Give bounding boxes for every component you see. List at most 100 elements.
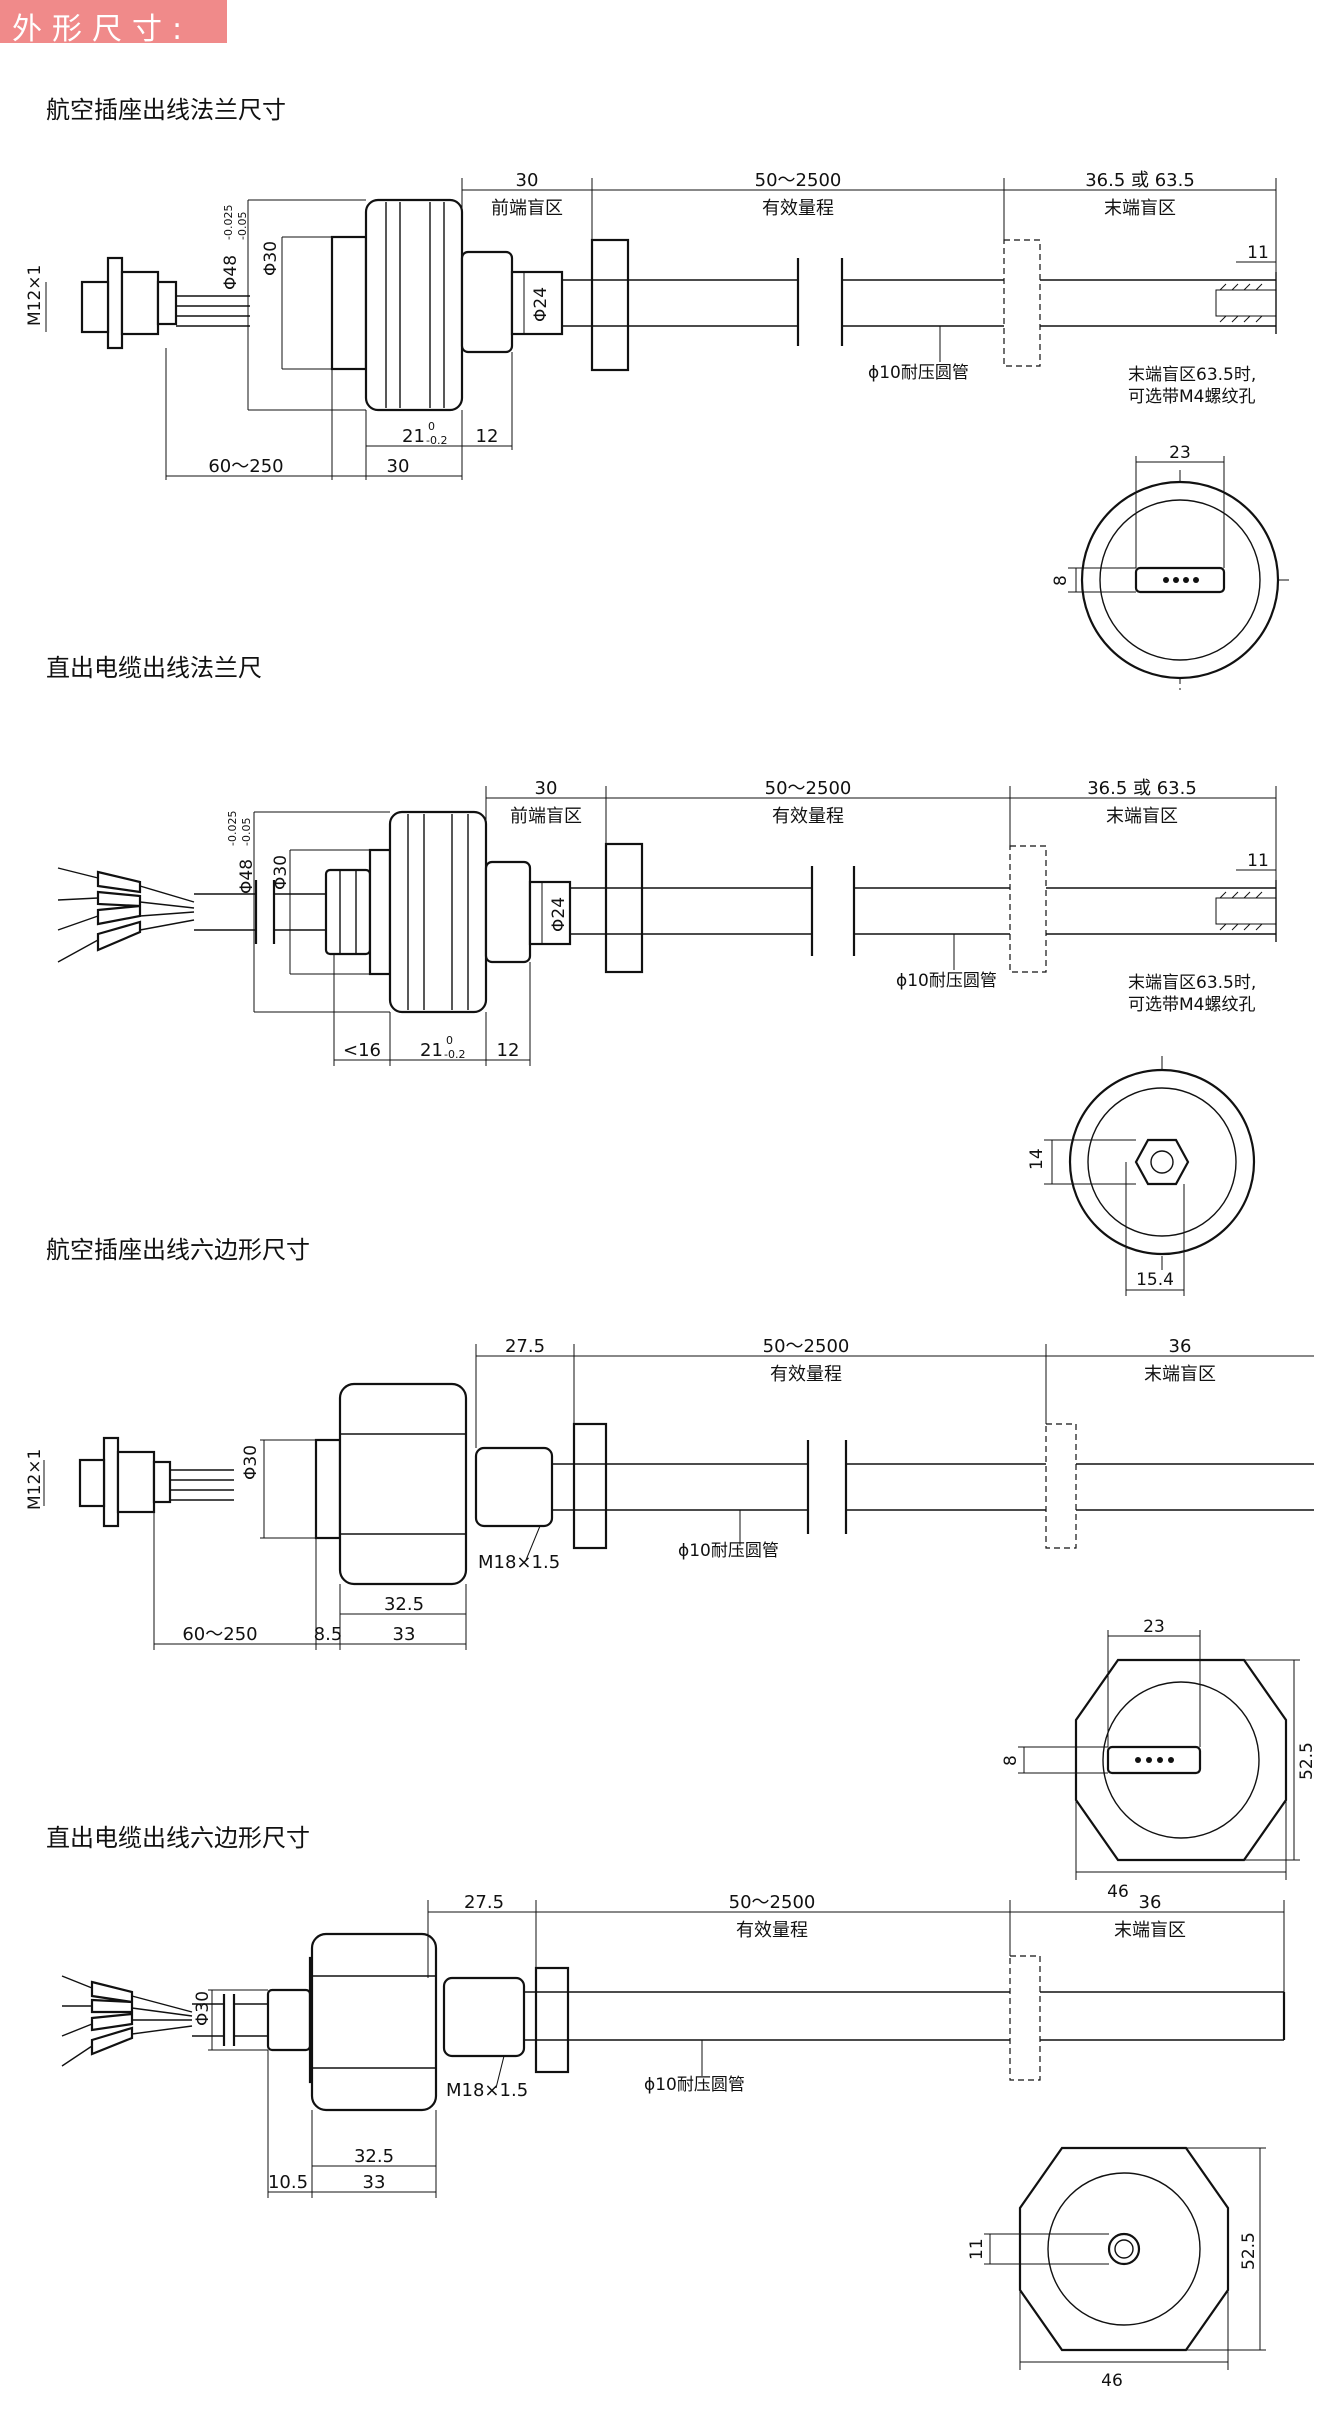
front-magnet	[604, 842, 644, 974]
drawing-flange-connector: M12×1 Φ48 -0.025 -0.05 Φ30 Φ24 30 前端盲区 5…	[25, 170, 1290, 690]
dim-end-w: 23	[1143, 1617, 1165, 1637]
dim-front-len: 30	[516, 170, 539, 191]
end-magnet	[1009, 845, 1047, 973]
dim-end-h: 11	[967, 2238, 987, 2260]
dim-front-len: 27.5	[464, 1892, 504, 1913]
tol-21-bot: -0.2	[444, 1048, 465, 1061]
label-front-blind: 前端盲区	[510, 806, 582, 827]
tol-phi48-bot: -0.05	[240, 818, 253, 846]
connector-plug	[80, 280, 110, 334]
dim-tip: 11	[1247, 851, 1269, 871]
dim-phi48: Φ48	[237, 859, 257, 894]
page-title: 外形尺寸:	[12, 12, 193, 47]
flange-stem	[510, 270, 564, 336]
dim-range: 50～2500	[763, 1336, 850, 1357]
connector-flange	[102, 1436, 120, 1528]
dim-16: <16	[343, 1040, 381, 1061]
dim-end-len: 36	[1169, 1336, 1192, 1357]
note-end-1: 末端盲区63.5时,	[1128, 365, 1256, 385]
drawing-hex-connector: M12×1 Φ30 27.5 50～2500 有效量程 36 末端盲区 M18×…	[25, 1336, 1317, 1902]
tol-phi48-top: -0.025	[226, 811, 239, 846]
end-magnet	[1003, 239, 1041, 367]
tol-21-top: 0	[428, 420, 435, 433]
dim-end-h: 14	[1027, 1148, 1047, 1170]
dim-12: 12	[476, 426, 499, 447]
section-title-hex-cable: 直出电缆出线六边形尺寸	[46, 1824, 310, 1852]
connector-body	[120, 270, 160, 336]
dim-21: 21	[402, 426, 425, 447]
dim-range: 50～2500	[765, 778, 852, 799]
label-range: 有效量程	[772, 806, 844, 827]
drawing-flange-cable: Φ48 -0.025 -0.05 Φ30 Φ24 30 前端盲区 50～2500…	[57, 778, 1277, 1296]
dim-end-w: 15.4	[1136, 1270, 1174, 1290]
label-end-blind: 末端盲区	[1144, 1364, 1216, 1385]
dim-end-h: 8	[1001, 1755, 1021, 1766]
dim-12: 12	[497, 1040, 520, 1061]
front-magnet	[572, 1422, 608, 1550]
dim-30b: 30	[387, 456, 410, 477]
label-end-blind: 末端盲区	[1106, 806, 1178, 827]
label-range: 有效量程	[736, 1920, 808, 1941]
dim-phi48: Φ48	[221, 255, 241, 290]
label-range: 有效量程	[762, 198, 834, 219]
hex-neck	[314, 1438, 342, 1540]
dim-end-w: 23	[1169, 443, 1191, 463]
flange-body	[364, 198, 464, 412]
label-tube: ϕ10耐压圆管	[868, 363, 969, 383]
dim-end-len: 36.5 或 63.5	[1087, 778, 1197, 799]
dim-phi24: Φ24	[531, 287, 551, 322]
dim-10-5: 10.5	[268, 2172, 308, 2193]
hex-body	[310, 1932, 438, 2112]
end-magnet	[1009, 1955, 1041, 2081]
dim-21: 21	[420, 1040, 443, 1061]
label-thread: M18×1.5	[478, 1552, 560, 1573]
dim-front-len: 27.5	[505, 1336, 545, 1357]
dim-range: 50～2500	[755, 170, 842, 191]
note-end-2: 可选带M4螺纹孔	[1128, 387, 1255, 407]
dim-60-250: 60～250	[208, 456, 283, 477]
tol-phi48-top: -0.025	[222, 205, 235, 240]
dim-33: 33	[393, 1624, 416, 1645]
front-magnet	[590, 238, 630, 372]
note-end-1: 末端盲区63.5时,	[1128, 973, 1256, 993]
dim-33: 33	[363, 2172, 386, 2193]
dim-end-h: 8	[1051, 575, 1071, 586]
label-tube: ϕ10耐压圆管	[644, 2075, 745, 2095]
label-tube: ϕ10耐压圆管	[896, 971, 997, 991]
dim-tip: 11	[1247, 243, 1269, 263]
cable-gland	[324, 868, 372, 956]
section-title-flange-connector: 航空插座出线法兰尺寸	[46, 96, 286, 124]
dim-front-len: 30	[535, 778, 558, 799]
dim-60-250: 60～250	[182, 1624, 257, 1645]
cable-gland	[266, 1988, 312, 2052]
section-title-flange-cable: 直出电缆出线法兰尺	[46, 654, 262, 682]
flange-neck	[368, 848, 392, 976]
dim-m12: M12×1	[25, 1449, 45, 1510]
dim-hex-w: 46	[1107, 1882, 1129, 1902]
dim-8-5: 8.5	[314, 1624, 343, 1645]
flange-body	[388, 810, 488, 1014]
dim-phi30: Φ30	[261, 241, 281, 276]
note-end-2: 可选带M4螺纹孔	[1128, 995, 1255, 1015]
label-range: 有效量程	[770, 1364, 842, 1385]
dim-phi30: Φ30	[271, 855, 291, 890]
drawing-hex-cable: Φ30 27.5 50～2500 有效量程 36 末端盲区 M18×1.5 ϕ1…	[61, 1892, 1286, 2391]
label-tube: ϕ10耐压圆管	[678, 1541, 779, 1561]
dim-range: 50～2500	[729, 1892, 816, 1913]
label-end-blind: 末端盲区	[1104, 198, 1176, 219]
dim-32-5: 32.5	[384, 1594, 424, 1615]
hex-body	[338, 1382, 468, 1586]
tol-21-top: 0	[446, 1034, 453, 1047]
connector-flange	[106, 256, 124, 350]
dim-32-5: 32.5	[354, 2146, 394, 2167]
label-front-blind: 前端盲区	[491, 198, 563, 219]
dim-hex-w: 46	[1101, 2371, 1123, 2391]
dim-hex-h: 52.5	[1239, 2232, 1259, 2270]
dim-phi24: Φ24	[549, 897, 569, 932]
thread-stem	[442, 1976, 526, 2058]
tol-phi48-bot: -0.05	[236, 212, 249, 240]
thread-stem	[474, 1446, 554, 1528]
connector-nut	[156, 280, 178, 326]
dim-phi30: Φ30	[193, 1991, 213, 2026]
